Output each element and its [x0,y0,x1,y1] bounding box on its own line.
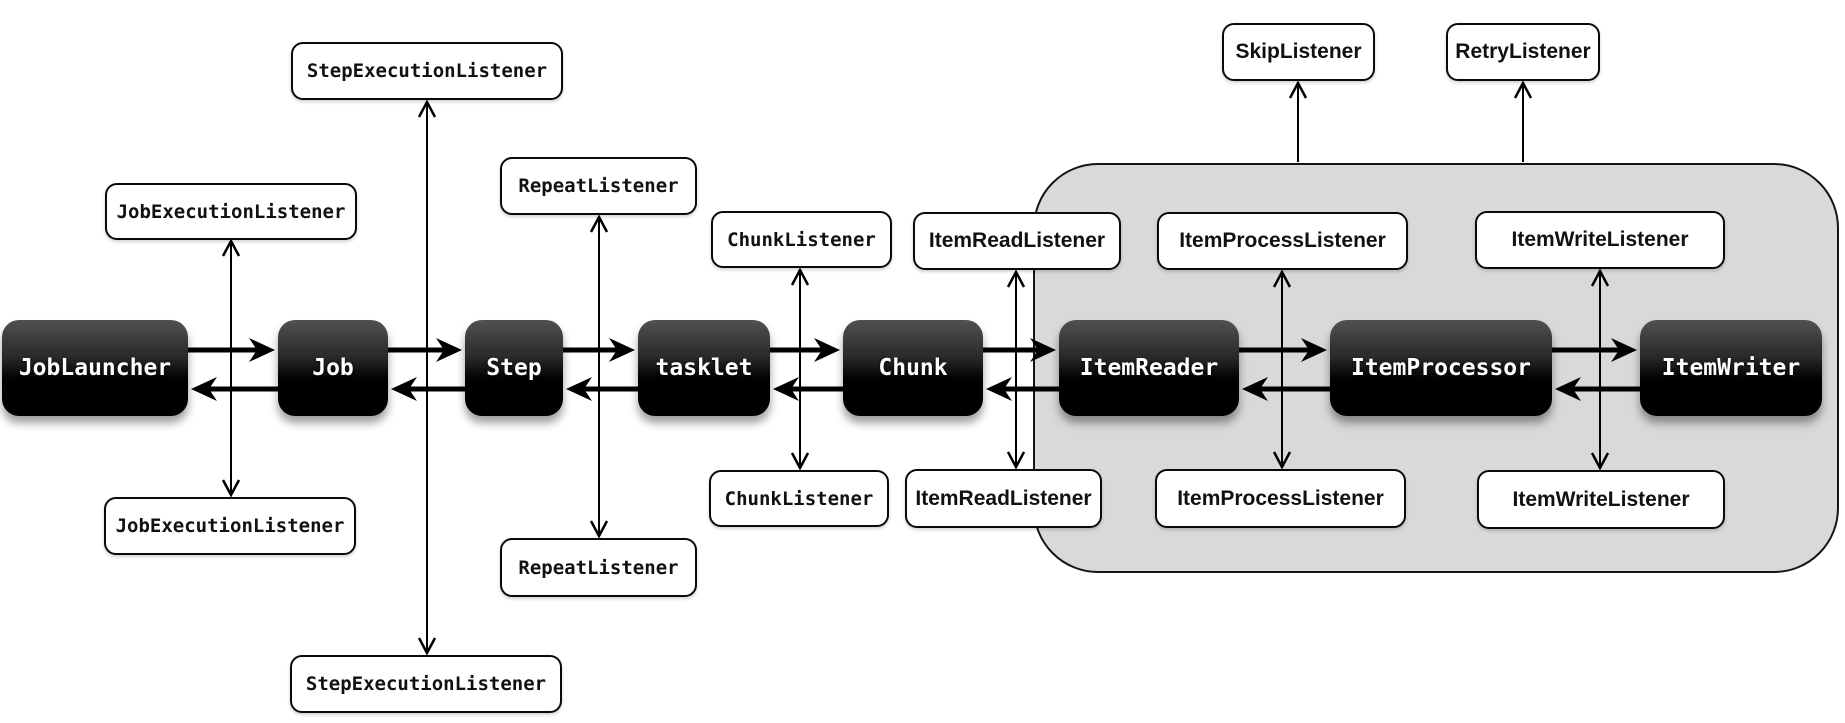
listener-box-repeat-listener-bottom: RepeatListener [500,538,697,597]
flow-node-step: Step [465,320,563,416]
listener-box-step-execution-listener-bottom-label: StepExecutionListener [305,673,547,695]
arrowhead-down-step-execution-listener [417,637,437,656]
listener-box-chunk-listener-bottom-label: ChunkListener [724,487,874,510]
listener-box-skip-listener-top: SkipListener [1222,23,1375,81]
listener-box-repeat-listener-top: RepeatListener [500,157,697,215]
arrowhead-flow-arrow-back-chunk-to-tasklet [773,377,799,401]
arrowhead-up-retry-listener [1513,80,1533,99]
arrowhead-flow-arrow-forward-job-launcher-to-job [249,338,275,362]
listener-box-step-execution-listener-top-label: StepExecutionListener [306,60,548,82]
arrowhead-flow-arrow-forward-item-processor-to-item-writer [1611,338,1637,362]
arrowhead-up-item-write-listener [1590,268,1610,287]
listener-box-job-execution-listener-top: JobExecutionListener [105,183,357,240]
listener-box-item-write-listener-bottom-label: ItemWriteListener [1512,487,1690,511]
arrowhead-down-item-process-listener [1272,451,1292,470]
arrowhead-up-chunk-listener [790,267,810,286]
listener-box-item-read-listener-top-label: ItemReadListener [928,229,1106,252]
flow-node-item-reader: ItemReader [1059,320,1239,416]
listener-box-item-process-listener-bottom: ItemProcessListener [1155,469,1406,528]
listener-box-chunk-listener-top-label: ChunkListener [727,228,876,251]
listener-box-repeat-listener-top-label: RepeatListener [518,175,679,197]
arrowhead-down-item-write-listener [1590,452,1610,471]
arrowhead-up-skip-listener [1288,80,1308,99]
listener-box-item-process-listener-top: ItemProcessListener [1157,212,1408,270]
listener-box-job-execution-listener-bottom-label: JobExecutionListener [115,515,345,537]
listener-box-item-read-listener-top: ItemReadListener [913,212,1121,270]
flow-node-item-processor: ItemProcessor [1330,320,1552,416]
flow-node-item-processor-label: ItemProcessor [1350,355,1531,381]
listener-box-item-read-listener-bottom: ItemReadListener [905,469,1102,528]
listener-box-job-execution-listener-bottom: JobExecutionListener [104,497,356,555]
flow-node-tasklet: tasklet [638,320,770,416]
listener-box-item-write-listener-bottom: ItemWriteListener [1477,470,1725,529]
listener-box-item-read-listener-bottom-label: ItemReadListener [915,486,1092,510]
listener-box-job-execution-listener-top-label: JobExecutionListener [116,200,346,223]
flow-node-step-label: Step [486,355,542,381]
listener-box-item-process-listener-bottom-label: ItemProcessListener [1177,486,1384,510]
flow-node-job-launcher: JobLauncher [2,320,188,416]
listener-box-chunk-listener-bottom: ChunkListener [709,470,889,527]
flow-node-job-label: Job [312,355,354,381]
arrowhead-down-job-execution-listener [221,479,241,498]
listener-box-item-process-listener-top-label: ItemProcessListener [1179,229,1386,252]
flow-node-tasklet-label: tasklet [655,355,753,381]
flow-node-chunk: Chunk [843,320,983,416]
listener-box-item-write-listener-top: ItemWriteListener [1475,211,1725,269]
arrowhead-up-repeat-listener [589,214,609,233]
arrowhead-flow-arrow-back-item-reader-to-chunk [986,377,1012,401]
listener-box-step-execution-listener-top: StepExecutionListener [291,42,563,100]
listener-box-retry-listener-top: RetryListener [1446,23,1600,81]
arrowhead-flow-arrow-forward-tasklet-to-chunk [814,338,840,362]
arrowhead-flow-arrow-back-item-processor-to-item-reader [1242,377,1268,401]
arrowhead-up-item-process-listener [1272,269,1292,288]
flow-node-item-reader-label: ItemReader [1079,355,1219,381]
listener-box-retry-listener-top-label: RetryListener [1455,40,1591,63]
arrowhead-up-job-execution-listener [221,238,241,257]
arrowhead-flow-arrow-forward-chunk-to-item-reader [1030,338,1056,362]
flow-node-item-writer: ItemWriter [1640,320,1822,416]
flow-node-job: Job [278,320,388,416]
arrowhead-down-item-read-listener [1006,451,1026,470]
listener-box-step-execution-listener-bottom: StepExecutionListener [290,655,562,713]
flow-node-chunk-label: Chunk [878,355,948,381]
listener-box-repeat-listener-bottom-label: RepeatListener [518,556,679,579]
flow-node-job-launcher-label: JobLauncher [18,355,172,381]
listener-box-skip-listener-top-label: SkipListener [1235,40,1362,63]
arrowhead-up-item-read-listener [1006,269,1026,288]
listener-box-item-write-listener-top-label: ItemWriteListener [1511,228,1689,251]
arrowhead-flow-arrow-forward-step-to-tasklet [609,338,635,362]
arrowhead-flow-arrow-back-tasklet-to-step [566,377,592,401]
arrowhead-flow-arrow-forward-item-reader-to-item-processor [1301,338,1327,362]
arrowhead-flow-arrow-back-step-to-job [391,377,417,401]
arrowhead-flow-arrow-forward-job-to-step [436,338,462,362]
arrowhead-up-step-execution-listener [417,99,437,118]
arrowhead-down-repeat-listener [589,520,609,539]
arrowhead-down-chunk-listener [790,452,810,471]
arrowhead-flow-arrow-back-job-to-job-launcher [191,377,217,401]
arrowhead-flow-arrow-back-item-writer-to-item-processor [1555,377,1581,401]
flow-node-item-writer-label: ItemWriter [1661,355,1801,381]
listener-box-chunk-listener-top: ChunkListener [711,211,892,268]
